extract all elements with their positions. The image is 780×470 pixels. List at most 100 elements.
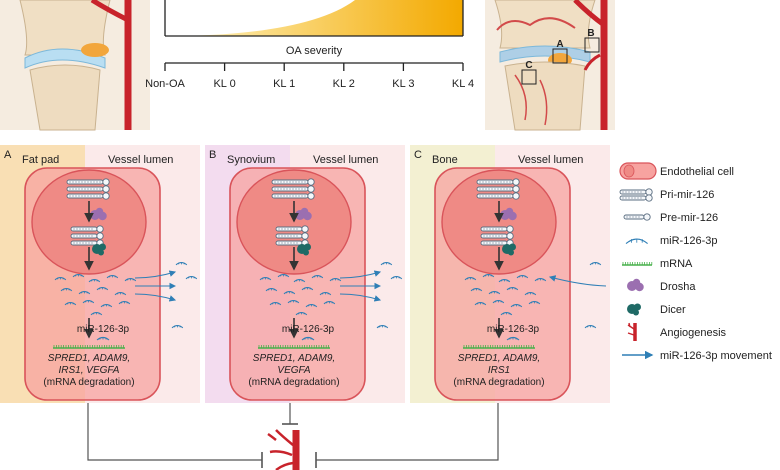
mirna-movement-arrow (339, 270, 382, 279)
legend-label: miR-126-3p (660, 235, 717, 247)
hairpin-stem (480, 240, 508, 246)
hairpin-loop (307, 192, 315, 200)
legend-label: Drosha (660, 281, 696, 293)
hairpin-stem (275, 233, 303, 239)
mir-126-3p-icon (625, 238, 648, 245)
hairpin-loop (645, 194, 653, 202)
hairpin-loop (307, 185, 315, 193)
severity-axis-title: OA severity (286, 45, 343, 57)
hairpin-stem (619, 195, 647, 201)
pri-mir-126-icon (619, 188, 653, 202)
target-genes-line2: VEGFA (277, 365, 310, 376)
inhibition-connectors (87, 403, 499, 468)
hairpin-stem (70, 233, 98, 239)
hairpin-stem (275, 226, 303, 232)
mirna-label: miR-126-3p (487, 324, 540, 335)
panel-letter: B (209, 149, 216, 161)
hairpin-loop (102, 192, 110, 200)
severity-tick-label: KL 2 (333, 78, 355, 90)
panel-letter: C (414, 149, 422, 161)
hairpin-loop (301, 232, 309, 240)
legend-label: mRNA (660, 258, 693, 270)
hairpin-stem (480, 226, 508, 232)
mirna-label: miR-126-3p (77, 324, 130, 335)
severity-tick-label: KL 0 (213, 78, 235, 90)
drosha-lobe (98, 211, 107, 221)
drosha-lobe (635, 282, 644, 292)
mirna-movement-arrow (339, 293, 382, 302)
hairpin-loop (645, 188, 653, 196)
knee-roi-label-b: B (587, 28, 594, 39)
tissue-label: Fat pad (22, 154, 59, 166)
mirna-label: miR-126-3p (282, 324, 335, 335)
dicer-lobe (509, 243, 516, 251)
legend: Endothelial cellPri-mir-126Pre-mir-126mi… (619, 162, 772, 362)
hairpin-loop (307, 178, 315, 186)
hairpin-loop (102, 185, 110, 193)
hairpin-loop (512, 185, 520, 193)
severity-tick-label: KL 4 (452, 78, 474, 90)
mirna-movement-arrow (134, 270, 177, 279)
legend-label: Pri-mir-126 (660, 189, 714, 201)
target-genes-line2: IRS1 (488, 365, 510, 376)
hairpin-loop (643, 213, 651, 221)
pre-mir-126-icon (623, 213, 651, 221)
severity-gradient-bar (165, 0, 463, 36)
dicer-icon (627, 303, 641, 316)
hairpin-stem (70, 240, 98, 246)
healthy-knee-illustration (0, 0, 150, 131)
drosha-lobe (508, 211, 517, 221)
dicer-lobe (98, 249, 104, 256)
hairpin-loop (506, 225, 514, 233)
tissue-label: Synovium (227, 154, 275, 166)
severity-axis: Non-OA KL 0 KL 1 KL 2 KL 3 KL 4 (145, 62, 474, 90)
dicer-lobe (634, 303, 641, 311)
hairpin-loop (96, 232, 104, 240)
hairpin-loop (301, 225, 309, 233)
target-genes-line1: SPRED1, ADAM9, (458, 353, 540, 364)
hairpin-loop (512, 192, 520, 200)
target-genes-line1: SPRED1, ADAM9, (253, 353, 335, 364)
dicer-lobe (508, 249, 514, 256)
legend-nucleus-shape (623, 164, 635, 178)
hairpin-loop (512, 178, 520, 186)
legend-label: miR-126-3p movement (660, 350, 772, 362)
lumen-label: Vessel lumen (108, 154, 173, 166)
mrna-icon (622, 262, 653, 266)
angiogenesis-vessel-illustration (267, 429, 300, 470)
target-genes-line1: SPRED1, ADAM9, (48, 353, 130, 364)
hairpin-stem (619, 189, 647, 195)
degradation-label: (mRNA degradation) (248, 377, 339, 388)
lumen-label: Vessel lumen (518, 154, 583, 166)
tissue-label: Bone (432, 154, 458, 166)
hairpin-stem (480, 233, 508, 239)
severity-tick-label: KL 1 (273, 78, 295, 90)
dicer-lobe (304, 243, 311, 251)
drosha-icon (627, 278, 644, 292)
oa-knee-illustration (485, 0, 615, 131)
knee-roi-label-c: C (525, 60, 532, 71)
legend-label: Angiogenesis (660, 327, 727, 339)
mirna-movement-arrow (134, 293, 177, 302)
hairpin-loop (102, 178, 110, 186)
endothelial-cell-icon (619, 162, 657, 180)
hairpin-stem (275, 240, 303, 246)
angiogenesis-icon (627, 322, 637, 341)
legend-label: Pre-mir-126 (660, 212, 718, 224)
mirna-movement-arrow (548, 275, 607, 287)
dicer-lobe (633, 309, 639, 316)
legend-label: Dicer (660, 304, 686, 316)
severity-tick-label: KL 3 (392, 78, 414, 90)
hairpin-loop (506, 232, 514, 240)
severity-tick-label: Non-OA (145, 78, 185, 90)
hairpin-stem (70, 226, 98, 232)
drosha-lobe (303, 211, 312, 221)
degradation-label: (mRNA degradation) (43, 377, 134, 388)
knee-roi-label-a: A (556, 39, 563, 50)
